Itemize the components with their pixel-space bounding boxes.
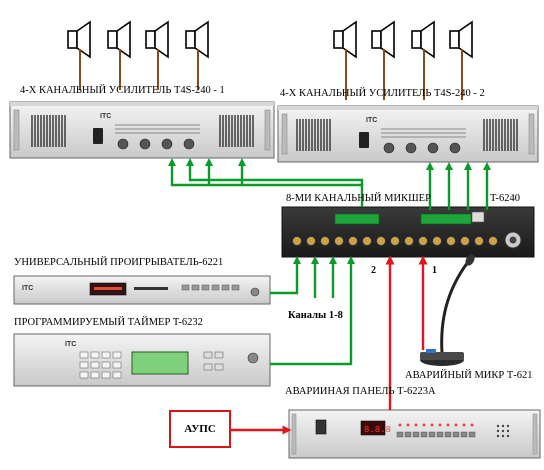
speakers-group-1	[67, 20, 209, 90]
panel-display	[360, 420, 386, 436]
player-buttons	[181, 284, 240, 291]
panel-display-digits: 8.8.8	[364, 425, 391, 435]
aups-label: АУПС	[184, 423, 216, 435]
speaker-icon	[411, 20, 435, 59]
universal-player: ITC	[13, 275, 271, 305]
programmable-timer: ITC	[13, 333, 271, 387]
amplifier-1: ITC	[9, 101, 275, 159]
speaker-icon	[67, 20, 91, 59]
timer-side-buttons	[203, 351, 224, 371]
input-jacks	[292, 236, 498, 246]
brand-logo: ITC	[65, 341, 76, 348]
input-1-number: 1	[432, 265, 437, 276]
panel-speaker-grille	[496, 424, 510, 438]
aups-box: АУПС	[169, 410, 231, 448]
meter-bars	[115, 124, 200, 134]
green-lines-to-amp1	[168, 158, 364, 207]
zone-buttons	[396, 431, 476, 438]
mixer-unit	[281, 206, 535, 258]
emergency-panel-label: АВАРИИНАЯ ПАНЕЛЬ Т-6223А	[285, 386, 436, 397]
power-switch	[359, 132, 369, 148]
mixer-label: 8-МИ КАНАЛЬНЫЙ МИКШЕР	[286, 193, 431, 204]
speaker-icon	[145, 20, 169, 59]
emergency-microphone	[420, 254, 475, 366]
timer-label: ПРОГРАММИРУЕМЫЙ ТАЙМЕР T-6232	[14, 317, 203, 328]
amplifier-2: ITC	[277, 105, 539, 163]
speaker-icon	[333, 20, 357, 59]
speaker-icon	[449, 20, 473, 59]
power-switch	[93, 128, 103, 144]
red-signal-lines	[231, 255, 428, 435]
disc-slot	[134, 287, 168, 290]
mixer-model-label: T-6240	[490, 193, 520, 204]
volume-knobs	[383, 142, 461, 154]
timer-lcd	[131, 351, 189, 375]
volume-knobs	[117, 138, 195, 150]
emergency-panel: 8.8.8	[288, 409, 541, 459]
terminal-block	[420, 213, 472, 225]
terminal-block	[334, 213, 380, 225]
player-label: УНИВЕРСАЛЬНЫЙ ПРОИГРЫВАТЕЛЬ-6221	[14, 257, 224, 268]
brand-logo: ITC	[366, 117, 377, 124]
meter-bars	[381, 128, 466, 138]
amplifier-2-label: 4-Х КАНАЛЬНЫЙ УСИЛИТЕЛЬ T4S-240 - 2	[280, 88, 485, 99]
brand-logo: ITC	[100, 113, 111, 120]
vent-slots	[31, 115, 254, 147]
channels-label: Каналы 1-8	[288, 310, 343, 321]
amplifier-1-label: 4-Х КАНАЛЬНЫЙ УСИЛИТЕЛЬ T4S-240 - 1	[20, 85, 225, 96]
brand-logo: ITC	[22, 285, 33, 292]
zone-leds	[398, 423, 474, 427]
vent-slots	[296, 119, 518, 151]
green-lines-to-amp2	[426, 162, 491, 210]
speaker-wires-1	[79, 49, 199, 90]
input-2-number: 2	[371, 265, 376, 276]
speaker-icon	[107, 20, 131, 59]
green-input-lines	[270, 256, 355, 366]
speaker-icon	[185, 20, 209, 59]
microphone-label: АВАРИЙНЫЙ МИКР Т-621	[405, 370, 533, 381]
timer-keypad	[79, 351, 122, 379]
speaker-wires-2	[345, 49, 463, 100]
speakers-group-2	[333, 20, 473, 100]
speaker-icon	[371, 20, 395, 59]
